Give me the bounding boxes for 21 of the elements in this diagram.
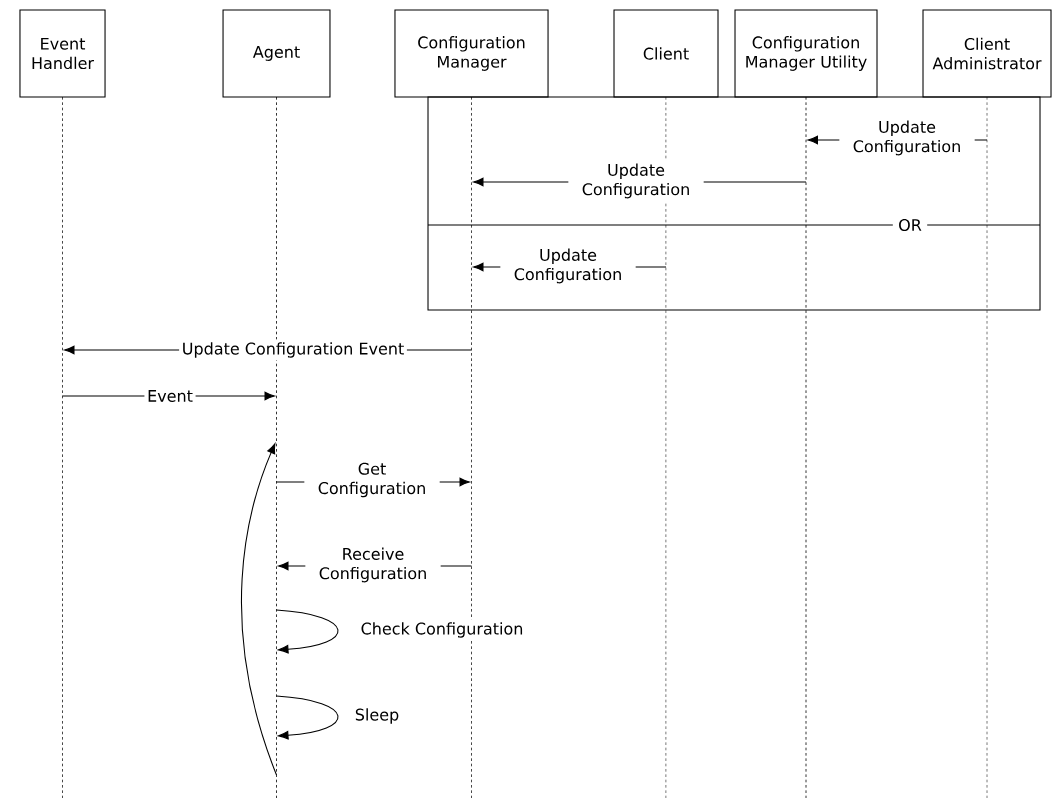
edge-label: Get Configuration	[304, 460, 440, 500]
edge-label: Sleep	[352, 705, 402, 727]
fragment-operator: OR	[892, 213, 928, 237]
edge-label: Receive Configuration	[305, 544, 441, 586]
participant-box: Configuration Manager	[394, 9, 549, 98]
lifeline	[276, 96, 277, 798]
message-arrow	[240, 443, 278, 776]
edge-label: Check Configuration	[357, 619, 527, 641]
message-arrow	[275, 609, 339, 654]
edge-label: Update Configuration	[839, 117, 975, 159]
edge-label: Update Configuration	[568, 160, 704, 202]
edge-label: Event	[144, 387, 196, 405]
edge-label: Update Configuration	[500, 245, 636, 287]
message-arrow	[275, 695, 339, 740]
lifeline	[805, 96, 807, 798]
participant-box: Client	[613, 9, 719, 98]
edge-label: Update Configuration Event	[179, 339, 407, 361]
participant-box: Event Handler	[19, 9, 106, 98]
participant-box: Agent	[222, 9, 331, 98]
participant-box: Client Administrator	[922, 9, 1052, 98]
participant-box: Configuration Manager Utility	[734, 9, 878, 98]
